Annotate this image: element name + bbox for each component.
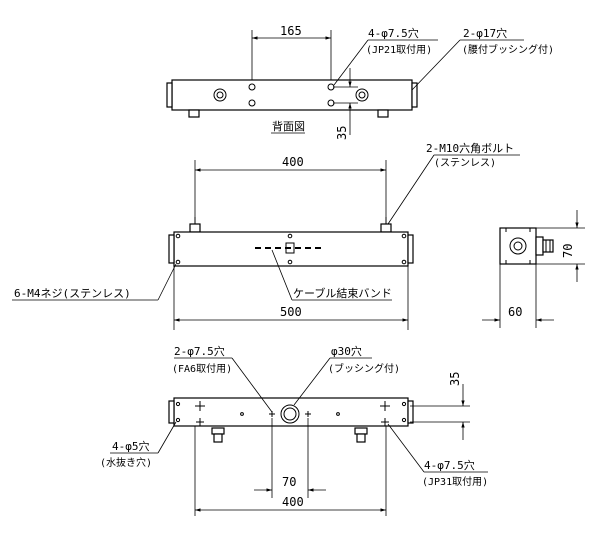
- note-jp31-holes-sub: (JP31取付用): [422, 475, 488, 488]
- note-grommet-holes: 2-φ17穴: [463, 26, 507, 40]
- note-drain-holes-sub: (水抜き穴): [100, 456, 152, 469]
- back-dim-35: 35: [335, 126, 349, 140]
- bottom-dim-70: 70: [282, 475, 296, 489]
- side-view: 70 60: [482, 210, 585, 328]
- back-view-title: 背面図: [272, 119, 305, 133]
- note-m10-bolt: 2-M10六角ボルト: [426, 142, 514, 155]
- front-dim-400: 400: [282, 155, 304, 169]
- note-grommet-holes-sub: (腰付ブッシング付): [462, 43, 554, 56]
- back-dim-165: 165: [280, 24, 302, 38]
- front-dim-500: 500: [280, 305, 302, 319]
- note-fa6-holes: 2-φ7.5穴: [174, 344, 225, 358]
- back-view-body: [171, 79, 413, 111]
- bottom-view: 35 70 400 2-φ7.5穴 (FA6取付用) φ30穴 (ブッシング付)…: [100, 344, 488, 516]
- note-jp31-holes: 4-φ7.5穴: [424, 458, 475, 472]
- bottom-dim-35: 35: [448, 372, 462, 386]
- note-jp21-holes-sub: (JP21取付用): [366, 43, 432, 56]
- back-view: 165 35 4-φ7.5穴 (JP21取付用) 2-φ17穴: [166, 24, 554, 140]
- note-jp21-holes: 4-φ7.5穴: [368, 26, 419, 40]
- front-view: 400 500 2-M10六角ボルト (ステンレス) 6-M4ネジ: [12, 142, 520, 330]
- bottom-dim-400: 400: [282, 495, 304, 509]
- side-dim-70: 70: [561, 244, 575, 258]
- side-view-body: [499, 227, 537, 265]
- note-phi30-hole-sub: (ブッシング付): [328, 362, 400, 375]
- note-m4-screw: 6-M4ネジ(ステンレス): [14, 287, 131, 300]
- note-m10-bolt-sub: (ステンレス): [434, 158, 496, 169]
- bottom-view-body: [173, 397, 409, 427]
- note-cable-band: ケーブル結束バンド: [293, 286, 392, 300]
- note-drain-holes: 4-φ5穴: [112, 439, 150, 453]
- side-dim-60: 60: [508, 305, 522, 319]
- note-fa6-holes-sub: (FA6取付用): [172, 362, 232, 375]
- note-phi30-hole: φ30穴: [331, 344, 362, 358]
